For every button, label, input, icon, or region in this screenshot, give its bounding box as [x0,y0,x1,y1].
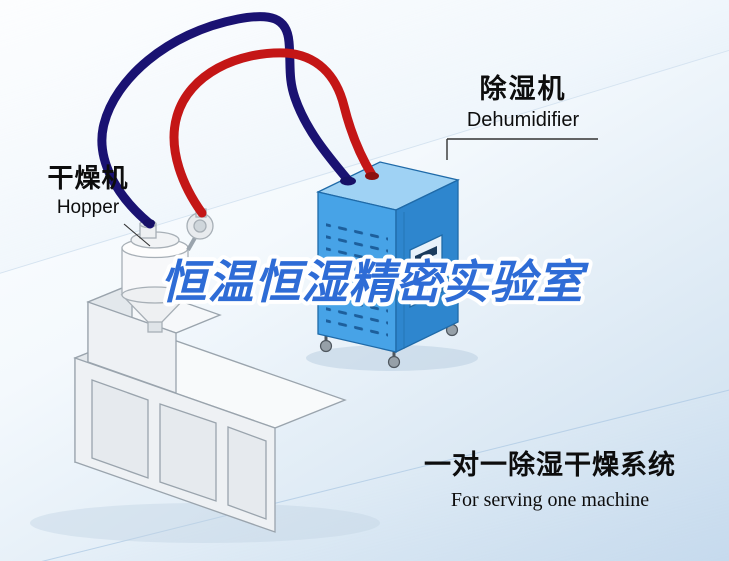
control-display [415,246,437,264]
hose-fitting-red [365,172,379,180]
control-button [431,279,435,283]
control-button [424,282,428,287]
dehumidifier-vent-grille [326,222,388,340]
hopper-leader-line [123,223,151,247]
system-caption-zh: 一对一除湿干燥系统 [424,450,676,480]
control-display [415,260,437,277]
extruder-front-panel [227,426,267,520]
extruder-shadow [30,503,380,543]
dry-air-hose-red [169,48,377,218]
watermark-title: 恒温恒湿精密实验室 [161,256,590,308]
control-button [417,286,421,290]
extruder-front-panel [159,403,217,502]
hose-fitting-hopper [143,219,155,227]
system-caption: 一对一除湿干燥系统 For serving one machine [400,450,700,512]
pedestal-front-face [87,301,177,394]
leader-lines [123,138,598,247]
dryer-label: 干燥机 Hopper [38,163,138,219]
dryer-label-zh: 干燥机 [47,163,129,193]
dehumidifier-label: 除湿机 Dehumidifier [447,74,599,132]
dehumidifier-label-zh: 除湿机 [479,74,567,104]
dehumidifier-unit [316,161,460,369]
extruder-front-panel [91,379,149,479]
extruder-machine [73,283,347,533]
system-caption-en: For serving one machine [450,489,650,512]
return-air-hose-blue [97,12,353,229]
blower-hub [193,219,207,233]
hopper-dryer [120,208,214,333]
hopper-body-bottom [121,286,189,304]
air-hoses [97,12,379,229]
dehumidifier-label-en: Dehumidifier [466,109,580,132]
hose-fitting-blue [340,176,356,186]
dryer-label-en: Hopper [56,196,120,218]
